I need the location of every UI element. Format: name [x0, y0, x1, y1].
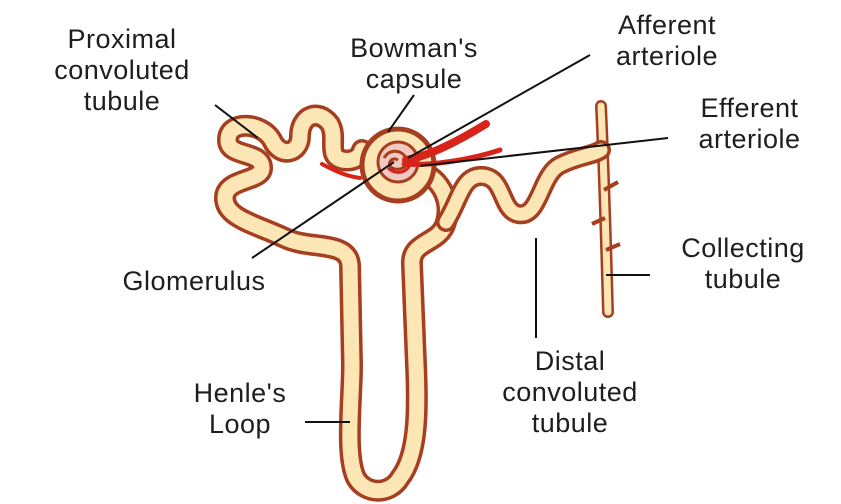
label-efferent-arteriole: Efferent arteriole: [662, 93, 837, 155]
label-line: Henle's: [170, 378, 310, 409]
label-collecting-tubule: Collecting tubule: [648, 233, 838, 295]
label-line: Distal: [470, 346, 670, 377]
label-bowmans-capsule: Bowman's capsule: [324, 33, 504, 95]
label-line: convoluted: [22, 55, 222, 86]
label-distal-convoluted-tubule: Distal convoluted tubule: [470, 346, 670, 439]
label-henles-loop: Henle's Loop: [170, 378, 310, 440]
label-line: Glomerulus: [74, 266, 314, 297]
label-line: tubule: [470, 408, 670, 439]
label-line: Bowman's: [324, 33, 504, 64]
label-line: Collecting: [648, 233, 838, 264]
leader-bowman: [388, 95, 414, 132]
label-line: Afferent: [582, 10, 752, 41]
label-line: convoluted: [470, 377, 670, 408]
collecting-tubule: [592, 106, 620, 312]
label-line: arteriole: [582, 41, 752, 72]
label-line: tubule: [648, 264, 838, 295]
label-line: capsule: [324, 64, 504, 95]
label-line: Loop: [170, 409, 310, 440]
label-afferent-arteriole: Afferent arteriole: [582, 10, 752, 72]
label-proximal-convoluted-tubule: Proximal convoluted tubule: [22, 24, 222, 117]
label-line: tubule: [22, 86, 222, 117]
label-glomerulus: Glomerulus: [74, 266, 314, 297]
label-line: Proximal: [22, 24, 222, 55]
label-line: arteriole: [662, 124, 837, 155]
label-line: Efferent: [662, 93, 837, 124]
